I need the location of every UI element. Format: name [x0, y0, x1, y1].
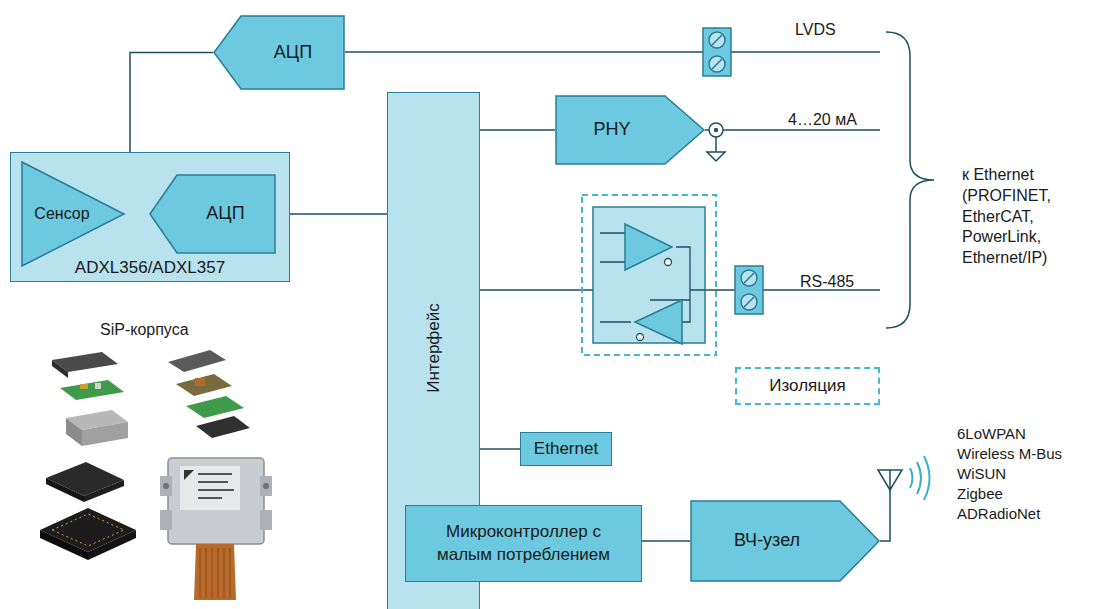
antenna-symbol	[878, 470, 902, 490]
transceiver	[593, 207, 705, 344]
terminal-block	[735, 266, 763, 314]
node-text: Изоляция	[769, 376, 845, 396]
ethernet-block: Ethernet	[520, 432, 612, 466]
signal-label: 4…20 мА	[788, 110, 857, 131]
shape-fill	[556, 96, 704, 164]
connector	[642, 540, 690, 542]
text-wrap: Ethernet	[534, 439, 598, 459]
protocol-name: WiSUN	[957, 464, 1006, 484]
radio-waves	[910, 456, 930, 500]
node-text: Сенсор	[34, 204, 89, 223]
node-text: Микроконтроллер с малым потреблением	[424, 521, 624, 567]
text-wrap: АЦП	[206, 203, 244, 225]
rf-block: ВЧ-узел	[690, 500, 880, 582]
sip-package-photo	[40, 462, 136, 560]
text-wrap: Изоляция	[769, 376, 845, 396]
node-text: PHY	[593, 119, 630, 141]
package-caption: SiP-корпуса	[100, 320, 189, 341]
signal-label: RS-485	[800, 272, 854, 293]
text-wrap: ВЧ-узел	[734, 530, 800, 552]
node-text: Интерфейс	[423, 303, 443, 393]
sip-package-photo	[168, 350, 250, 438]
node-text: ADXL356/ADXL357	[75, 258, 225, 278]
sensor-block: Сенсор	[21, 161, 125, 267]
text-wrap: Интерфейс	[423, 303, 443, 393]
node-text: АЦП	[206, 203, 244, 225]
lvds-wire	[345, 51, 880, 53]
sensor-module: ADXL356/ADXL357 Сенсор АЦП	[10, 152, 290, 282]
shape-fill	[691, 501, 879, 581]
antenna-feed	[880, 490, 890, 541]
phy-block: PHY	[555, 95, 705, 165]
shape-fill	[22, 162, 124, 266]
terminal-block	[703, 28, 731, 76]
sip-package-photo	[160, 458, 272, 600]
ground-symbol	[707, 152, 725, 161]
bracket	[886, 32, 934, 328]
shape-fill	[150, 175, 275, 253]
shape-fill	[214, 16, 344, 89]
isolation-note: Изоляция	[735, 367, 880, 405]
text-wrap: Сенсор	[34, 204, 89, 223]
node-text: Ethernet	[534, 439, 598, 459]
text-wrap: PHY	[593, 119, 630, 141]
coax-pin	[714, 128, 718, 132]
connector	[480, 448, 520, 450]
protocol-name: 6LoWPAN	[957, 424, 1026, 444]
protocol-name: Zigbee	[957, 484, 1003, 504]
sip-package-photo	[52, 352, 128, 446]
current-loop-wire	[705, 129, 880, 131]
text-wrap: Микроконтроллер с малым потреблением	[424, 521, 624, 567]
text-wrap: АЦП	[274, 42, 312, 64]
protocol-name: ADRadioNet	[957, 504, 1040, 524]
ground-wire	[715, 137, 717, 152]
adc-block: АЦП	[213, 15, 345, 90]
coax-connector	[709, 123, 723, 137]
protocol-name: Wireless M-Bus	[957, 444, 1062, 464]
node-text: ВЧ-узел	[734, 530, 800, 552]
microcontroller-block: Микроконтроллер с малым потреблением	[405, 505, 642, 582]
protocol-note: к Ethernet (PROFINET, EtherCAT, PowerLin…	[962, 165, 1084, 269]
node-text: АЦП	[274, 42, 312, 64]
signal-label: LVDS	[795, 20, 836, 41]
connector	[290, 213, 387, 215]
text-wrap: ADXL356/ADXL357	[75, 258, 225, 278]
adc-block: АЦП	[149, 174, 276, 254]
interface-wire	[480, 289, 593, 291]
isolation-outline	[582, 195, 716, 355]
connector	[480, 129, 555, 131]
